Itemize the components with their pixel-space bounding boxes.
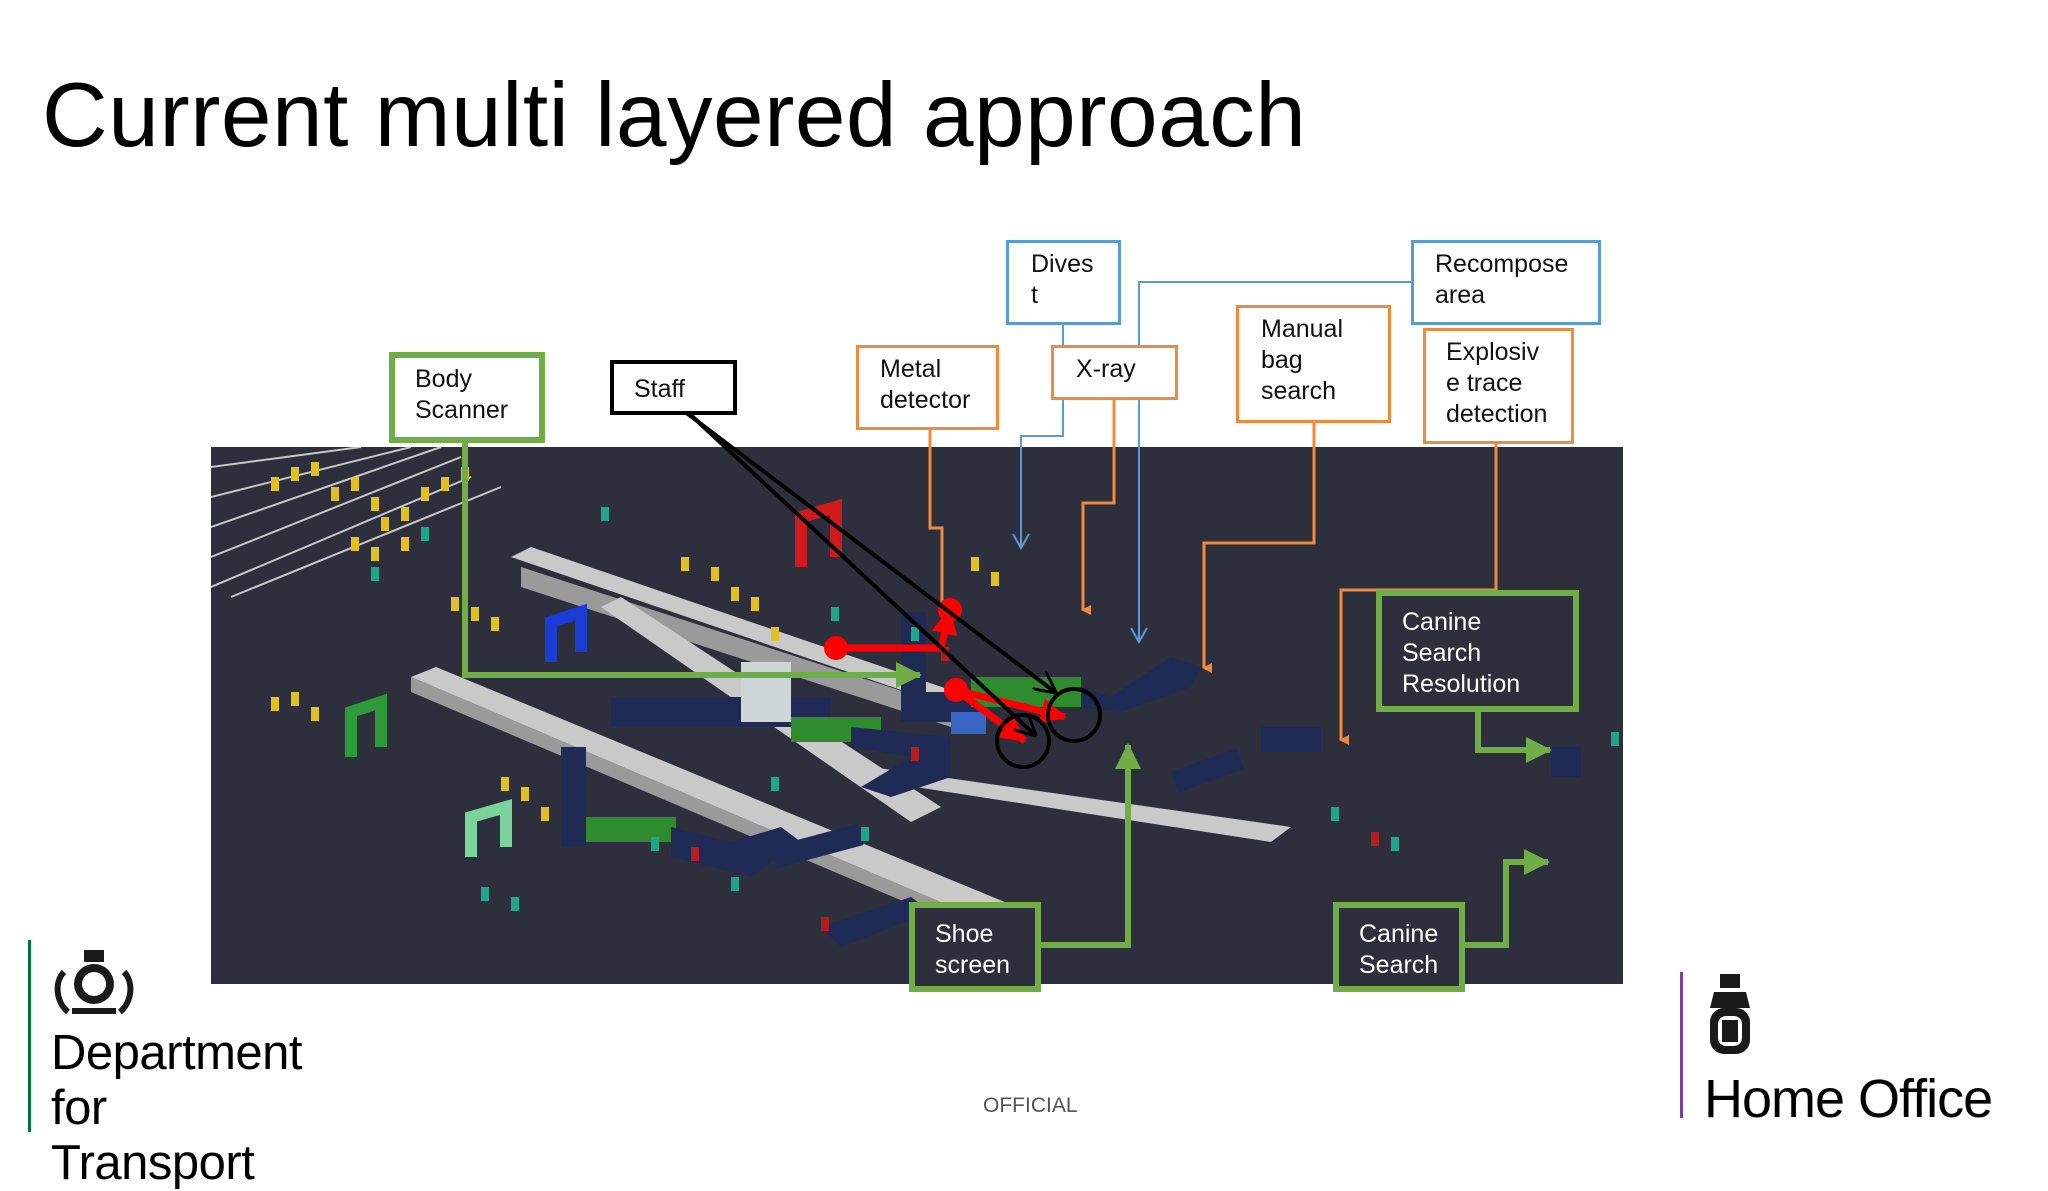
explosive-trace-detection-label: Explosiv e trace detection [1423, 328, 1574, 444]
manual-bag-search-connector [1202, 423, 1316, 673]
metal-detector-label: Metal detector [856, 345, 999, 430]
scene-illustration [211, 447, 1619, 947]
home-office-logo-bar [1680, 972, 1683, 1118]
classification-footer: OFFICIAL [983, 1094, 1078, 1117]
shoe-scanner [951, 712, 986, 734]
body-scanner-connector [462, 440, 922, 688]
staff-position-2 [995, 713, 1051, 769]
dft-logo-text: Department for Transport [51, 1026, 303, 1190]
manual-bag-search-label: Manual bag search [1236, 305, 1391, 423]
staff-label: Staff [610, 360, 737, 415]
divider-wall-3 [411, 667, 1041, 932]
recompose-area-label: Recompose area [1411, 240, 1601, 325]
xray-label: X-ray [1051, 345, 1178, 400]
canine-resolution-connector [1475, 710, 1552, 763]
shoe-screen-connector [1036, 743, 1141, 948]
conveyor-belts [561, 612, 1581, 947]
staff-position-1 [1046, 687, 1102, 743]
divider-wall-1 [511, 547, 971, 707]
green-connectors [462, 440, 1552, 948]
staff-arrows [670, 400, 1102, 769]
queue-lanes [211, 447, 502, 598]
body-scanner-label: Body Scanner [389, 352, 545, 443]
crowned-portcullis-icon [1710, 974, 1750, 1054]
slide-title: Current multi layered approach [42, 65, 1307, 166]
canine-search-resolution-label: Canine Search Resolution [1376, 590, 1579, 712]
xray-connector [1081, 400, 1116, 615]
home-office-logo-text: Home Office [1704, 1069, 1993, 1129]
royal-crest-icon [54, 950, 134, 1015]
canine-search-label: Canine Search [1333, 902, 1465, 992]
canine-search-connector [1462, 849, 1550, 948]
green-arch-1 [345, 693, 387, 757]
connector-overlay [462, 281, 1552, 948]
dft-logo-bar [28, 940, 31, 1132]
shoe-screen-label: Shoe screen [909, 902, 1041, 992]
metal-detector-connector [928, 423, 950, 610]
green-arch-2 [465, 799, 512, 857]
airport-security-scene [211, 447, 1623, 984]
body-scanner-arch [545, 603, 587, 662]
divest-label: Dives t [1006, 240, 1121, 325]
divider-wall-4 [851, 767, 1291, 842]
recompose-connector [1138, 281, 1413, 642]
